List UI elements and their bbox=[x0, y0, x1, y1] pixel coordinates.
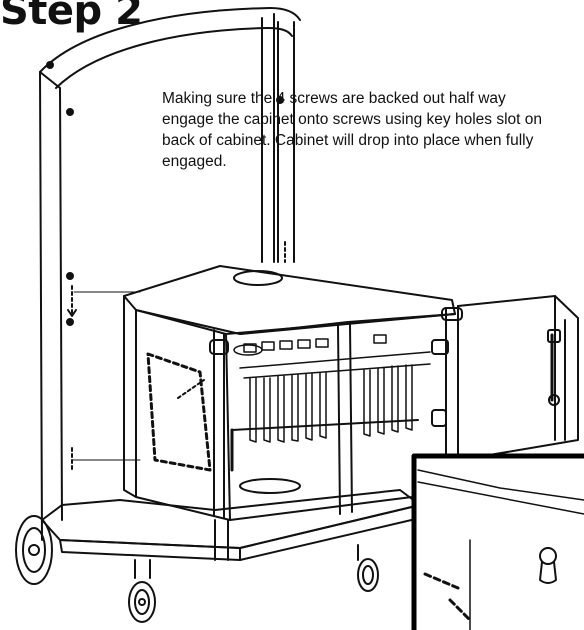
charging-slot-icon bbox=[315, 338, 329, 348]
step-title: Step 2 bbox=[0, 0, 143, 34]
cabinet-body bbox=[123, 265, 463, 521]
keyhole-detail-inset bbox=[411, 453, 584, 630]
cart-frame bbox=[39, 7, 301, 541]
caster-wheel-icon bbox=[128, 559, 156, 623]
keyhole-icon bbox=[539, 547, 557, 584]
charging-slot-icon bbox=[261, 341, 275, 351]
instruction-text: Making sure the 4 screws are backed out … bbox=[162, 90, 542, 170]
caster-wheel-icon bbox=[357, 544, 379, 592]
cable-port bbox=[233, 270, 283, 286]
charging-slot-icon bbox=[243, 343, 257, 353]
charging-slot-icon bbox=[297, 339, 311, 349]
charging-slot-icon bbox=[279, 340, 293, 350]
caster-wheel-icon bbox=[15, 515, 53, 585]
cart-base bbox=[15, 489, 421, 623]
charging-slots bbox=[233, 334, 431, 443]
charging-slot-icon bbox=[373, 334, 387, 344]
cabinet-door-right bbox=[431, 295, 579, 461]
